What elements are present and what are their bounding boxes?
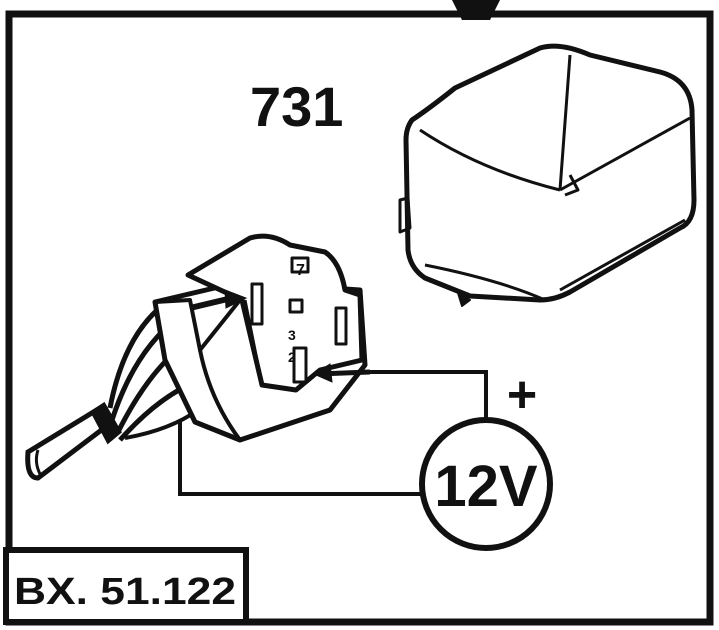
- relay-connector-icon: 7 3 2: [152, 233, 368, 443]
- svg-text:2: 2: [288, 349, 296, 365]
- relay-cover-icon: [398, 43, 697, 307]
- probe-arrow-icon: [189, 289, 371, 383]
- svg-text:3: 3: [288, 327, 296, 343]
- connector-pin: [292, 346, 308, 384]
- connector-pin: [250, 282, 264, 326]
- battery-source-icon: [419, 417, 553, 551]
- test-wires: [178, 370, 488, 496]
- connector-pin: [334, 306, 348, 346]
- voltage-label: 12V: [434, 454, 538, 519]
- part-number: 731: [250, 75, 343, 138]
- connector-pin: [290, 256, 310, 274]
- reference-box: [3, 547, 249, 625]
- svg-text:7: 7: [296, 262, 305, 279]
- polarity-label: +: [507, 366, 537, 424]
- reference-code: BX. 51.122: [14, 571, 236, 613]
- connector-pin: [288, 298, 304, 314]
- figure-frame: [5, 10, 714, 626]
